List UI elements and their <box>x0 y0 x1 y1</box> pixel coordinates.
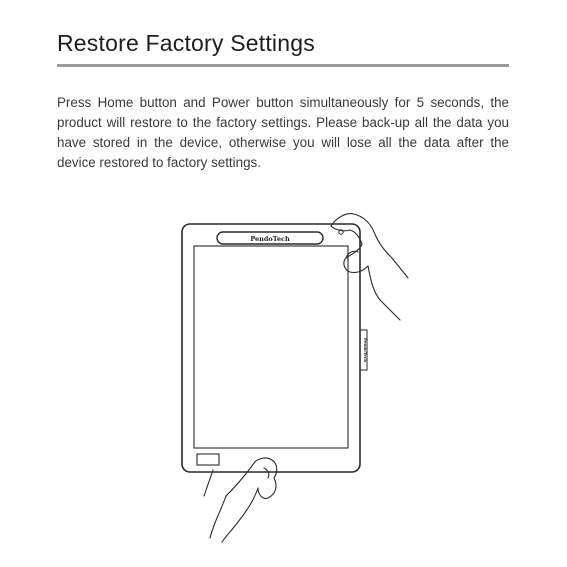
tablet-screen <box>193 245 349 449</box>
home-button <box>196 453 220 466</box>
device-side-logo: PendoTech <box>363 338 368 362</box>
title-divider <box>57 64 509 67</box>
power-button <box>338 229 344 235</box>
tablet-device <box>181 223 368 473</box>
instruction-paragraph: Press Home button and Power button simul… <box>57 95 509 170</box>
right-hand-outline <box>330 213 409 321</box>
page-title: Restore Factory Settings <box>57 30 315 56</box>
device-logo: PendoTech <box>250 235 290 243</box>
tablet-frame <box>181 223 361 473</box>
logo-capsule <box>216 231 324 245</box>
side-logo-tab <box>359 329 368 371</box>
bottom-hand-outline <box>203 457 278 543</box>
